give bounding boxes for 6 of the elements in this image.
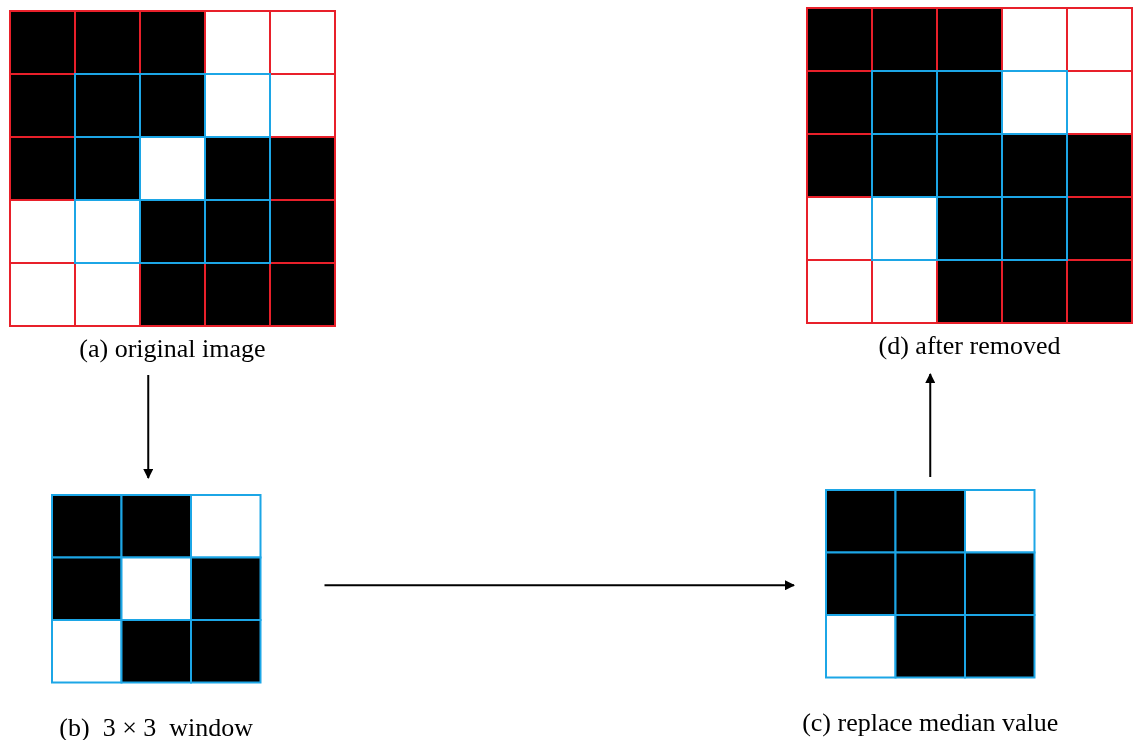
node-label: (c) replace median value <box>802 706 1059 738</box>
node-label: (a) original image <box>79 333 266 365</box>
node-label: (d) after removed <box>878 330 1061 362</box>
arrow <box>143 374 154 479</box>
arrow <box>323 580 795 591</box>
arrow <box>925 373 936 478</box>
